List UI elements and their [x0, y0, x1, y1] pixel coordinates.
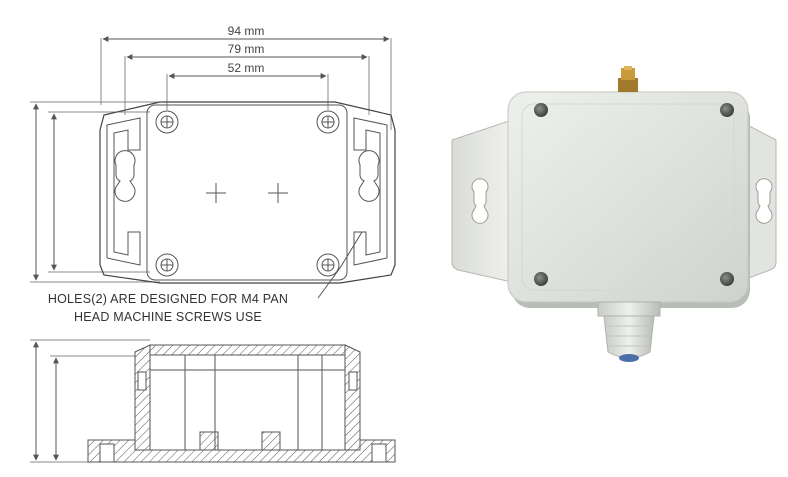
dimension-79mm: [124, 54, 370, 115]
screw-icon: [534, 103, 548, 117]
top-view-drawing: [30, 36, 396, 299]
dim-label-79: 79 mm: [228, 42, 265, 56]
center-marks: [206, 183, 288, 203]
screw-hole-top-right: [316, 110, 340, 134]
left-mounting-slot: [106, 117, 141, 266]
screw-hole-bottom-left: [155, 253, 179, 277]
enclosure-render: [451, 66, 777, 362]
note-line-2: HEAD MACHINE SCREWS USE: [74, 310, 262, 324]
right-keyhole-slot: [755, 178, 773, 224]
antenna-connector: [618, 66, 638, 92]
screw-icon: [720, 272, 734, 286]
screw-hole-bottom-right: [316, 253, 340, 277]
dimension-height: [30, 101, 160, 283]
dim-label-94: 94 mm: [228, 24, 265, 38]
screw-icon: [720, 103, 734, 117]
dim-label-52: 52 mm: [228, 61, 265, 75]
note-leader-line: [317, 231, 363, 299]
screw-icon: [534, 272, 548, 286]
note-line-1: HOLES(2) ARE DESIGNED FOR M4 PAN: [48, 292, 288, 306]
section-view-drawing: [30, 339, 396, 463]
left-keyhole-slot: [471, 178, 489, 224]
screw-hole-top-left: [155, 110, 179, 134]
dimension-52mm: [166, 73, 329, 110]
right-mounting-slot: [353, 117, 388, 266]
enclosure-body: [507, 91, 749, 303]
cable-gland: [597, 301, 661, 362]
plate-outline: [99, 101, 396, 284]
